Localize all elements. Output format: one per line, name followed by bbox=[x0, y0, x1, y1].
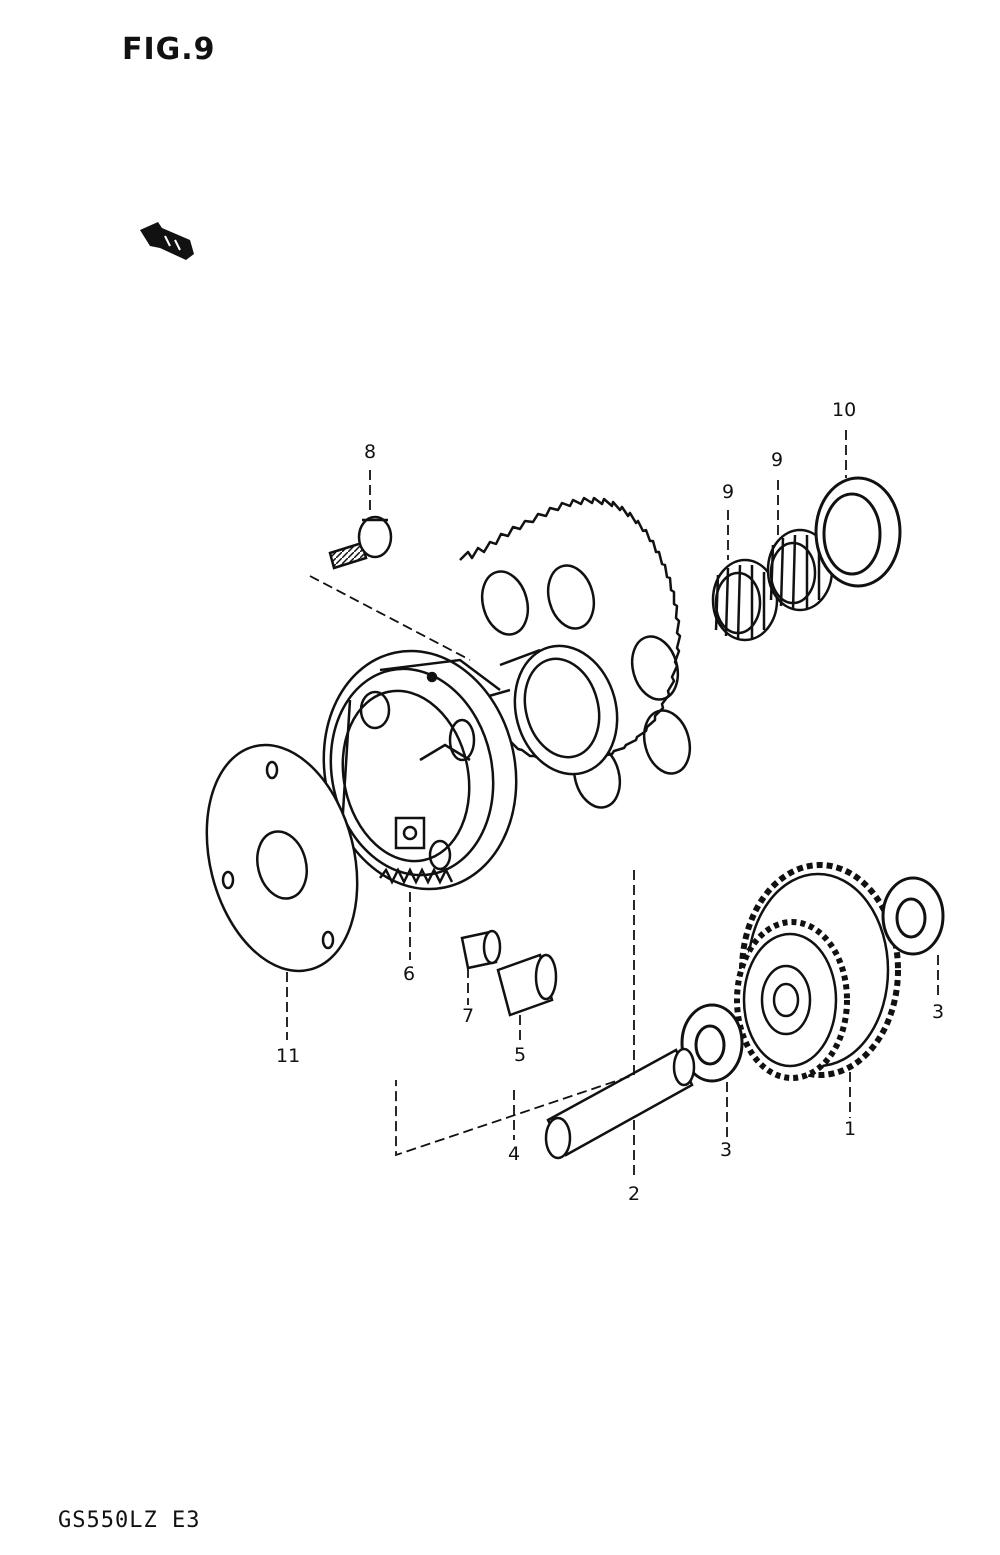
callout-7: 7 bbox=[462, 1005, 474, 1027]
callout-8: 8 bbox=[364, 441, 376, 463]
thrust-spacer-part bbox=[814, 476, 902, 588]
washer-part bbox=[881, 876, 945, 956]
idle-gear-part bbox=[734, 862, 901, 1081]
callout-6: 6 bbox=[403, 963, 415, 985]
model-code-label: GS550LZ E3 bbox=[58, 1508, 201, 1533]
clutch-plate-part bbox=[205, 743, 359, 973]
gear-hole bbox=[630, 635, 680, 701]
callout-5: 5 bbox=[514, 1044, 526, 1066]
callout-11: 11 bbox=[276, 1045, 300, 1067]
figure-title: FIG.9 bbox=[122, 32, 216, 67]
spring-part bbox=[379, 867, 454, 885]
gear-hole bbox=[546, 564, 596, 630]
washer-part bbox=[680, 1003, 744, 1083]
callout-3: 3 bbox=[932, 1001, 944, 1023]
callout-1: 1 bbox=[844, 1118, 856, 1140]
starter-clutch-gear-assembly bbox=[322, 496, 692, 891]
bolt-part bbox=[328, 515, 393, 570]
callout-9: 9 bbox=[722, 481, 734, 503]
needle-bearing-part bbox=[711, 558, 779, 642]
callout-4: 4 bbox=[508, 1143, 520, 1165]
gear-hole bbox=[642, 709, 692, 775]
needle-bearing-part bbox=[766, 528, 834, 612]
callout-10: 10 bbox=[832, 399, 856, 421]
callout-3: 3 bbox=[720, 1139, 732, 1161]
shaft-part bbox=[544, 1047, 696, 1160]
callout-9: 9 bbox=[771, 449, 783, 471]
clutch-cam-block bbox=[394, 816, 426, 850]
leader-lines bbox=[286, 430, 939, 1180]
gear-hole bbox=[480, 570, 530, 636]
roller-part bbox=[496, 953, 558, 1017]
front-arrow-icon bbox=[140, 222, 194, 260]
pin-part bbox=[460, 929, 502, 970]
callout-2: 2 bbox=[628, 1183, 640, 1205]
